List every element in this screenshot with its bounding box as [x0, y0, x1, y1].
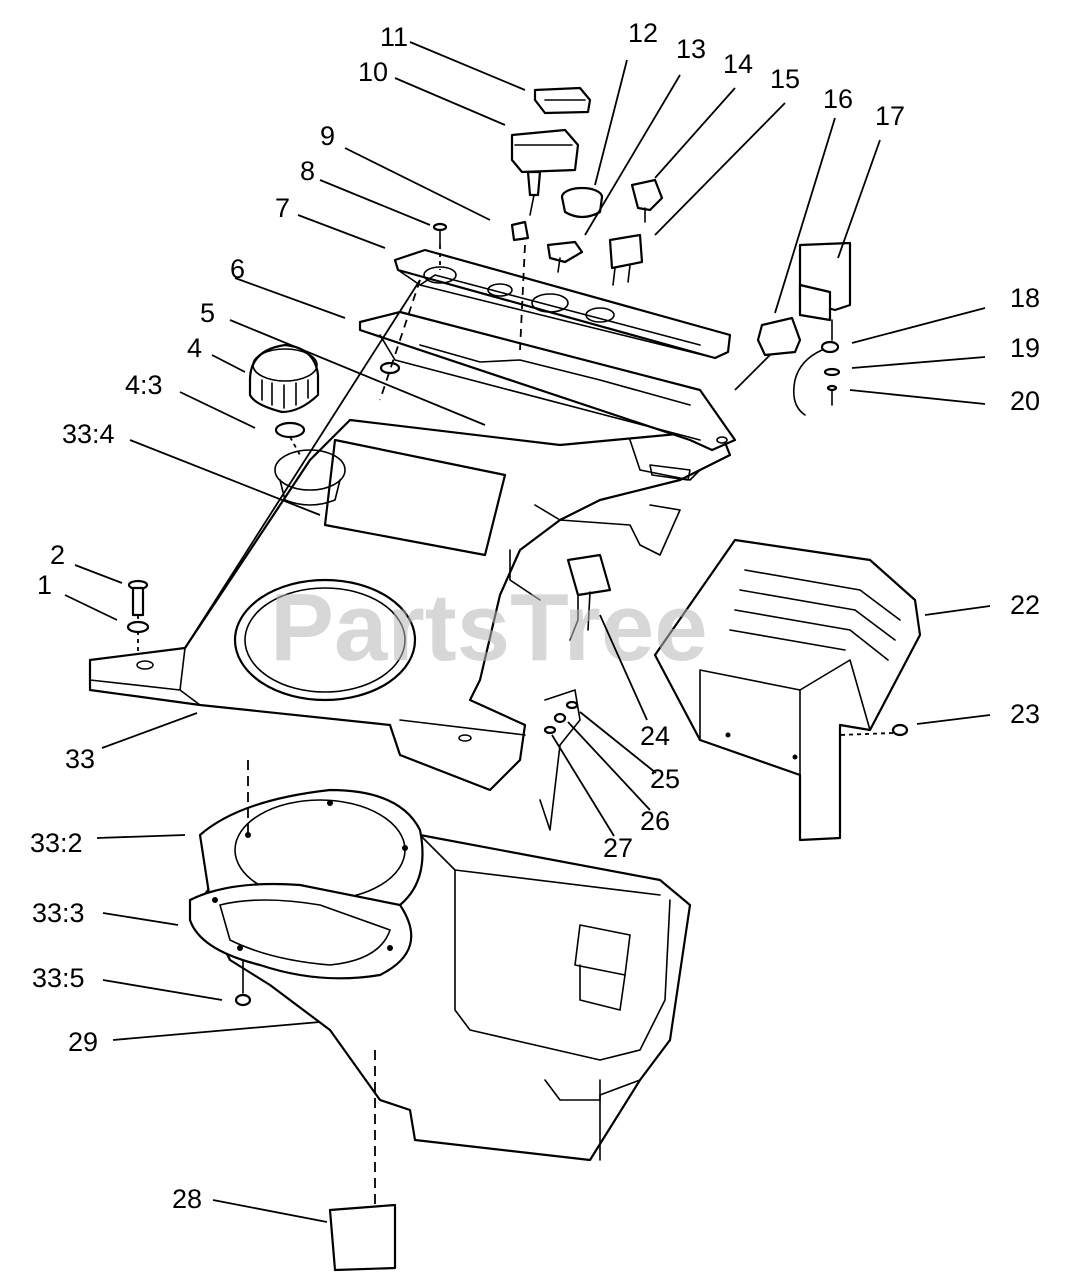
gasket-part-4-3 — [274, 421, 306, 456]
callout-33-5: 33:5 — [32, 963, 85, 993]
callout-25: 25 — [650, 764, 680, 794]
washer-part-19 — [823, 367, 841, 377]
pad-part-28 — [328, 1050, 397, 1272]
callout-27: 27 — [603, 833, 633, 863]
wire-part-18 — [792, 340, 840, 416]
harness-part-24 — [566, 553, 612, 641]
callout-8: 8 — [300, 156, 315, 186]
callout-4-3: 4:3 — [125, 370, 163, 400]
fuel-cap-part-4 — [248, 343, 320, 414]
callout-33: 33 — [65, 744, 95, 774]
panel-cover-part-7 — [393, 248, 732, 360]
callout-19: 19 — [1010, 333, 1040, 363]
callout-33-4: 33:4 — [62, 419, 115, 449]
connector-part-17 — [798, 241, 852, 341]
hardware-part-26 — [553, 712, 567, 724]
nut-part-33-5 — [234, 959, 252, 1007]
callout-26: 26 — [640, 806, 670, 836]
switch-part-15 — [608, 233, 644, 286]
callout-18: 18 — [1010, 283, 1040, 313]
switch-part-14 — [630, 178, 664, 223]
frame-part-33 — [88, 418, 732, 831]
screw-part-2 — [127, 579, 149, 655]
grommet-part-9 — [510, 220, 530, 242]
callout-23: 23 — [1010, 699, 1040, 729]
callout-15: 15 — [770, 64, 800, 94]
hardware-part-25 — [565, 700, 579, 710]
callout-28: 28 — [172, 1184, 202, 1214]
screw-part-23 — [839, 723, 909, 737]
hardware-part-27 — [543, 725, 557, 735]
callout-17: 17 — [875, 101, 905, 131]
callout-9: 9 — [320, 121, 335, 151]
key-cover-part-11 — [533, 86, 592, 115]
callout-2: 2 — [50, 540, 65, 570]
callout-14: 14 — [723, 49, 753, 79]
callout-22: 22 — [1010, 590, 1040, 620]
knob-part-12 — [560, 186, 604, 219]
callout-10: 10 — [358, 57, 388, 87]
primer-handle-part-10 — [510, 128, 580, 216]
light-part-16 — [734, 316, 802, 391]
flange-ring-part-33-3 — [188, 882, 413, 980]
callout-16: 16 — [823, 84, 853, 114]
callout-1: 1 — [37, 570, 52, 600]
watermark: PartsTree — [270, 574, 708, 681]
callout-7: 7 — [275, 193, 290, 223]
screw-part-20 — [826, 384, 838, 406]
callout-5: 5 — [200, 298, 215, 328]
screw-part-8 — [432, 222, 448, 270]
callout-29: 29 — [68, 1027, 98, 1057]
cover-part-22 — [653, 538, 922, 842]
washer-part-1 — [126, 620, 150, 634]
switch-part-13 — [546, 240, 584, 273]
callout-24: 24 — [640, 721, 670, 751]
callout-6: 6 — [230, 254, 245, 284]
callout-4: 4 — [187, 333, 202, 363]
callout-33-3: 33:3 — [32, 898, 85, 928]
callout-12: 12 — [628, 18, 658, 48]
callout-20: 20 — [1010, 386, 1040, 416]
panel-base-part-6 — [358, 310, 737, 452]
callout-labels: 11 10 12 13 14 15 16 17 9 8 7 18 19 20 6… — [30, 18, 1040, 1214]
callout-11: 11 — [380, 22, 408, 52]
assembly-lines — [184, 244, 526, 835]
leader-lines — [64, 41, 991, 1223]
callout-13: 13 — [676, 34, 706, 64]
callout-33-2: 33:2 — [30, 828, 83, 858]
